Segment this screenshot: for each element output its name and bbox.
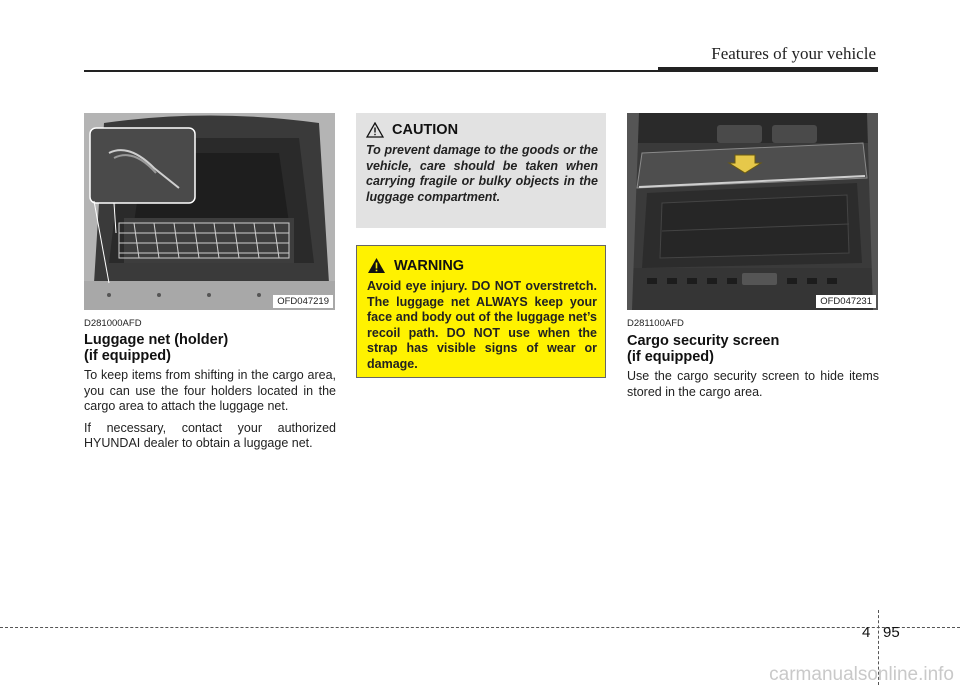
section-heading: Luggage net (holder) (if equipped) bbox=[84, 332, 336, 364]
photo-caption: OFD047219 bbox=[273, 295, 333, 308]
paragraph: If necessary, contact your authorized HY… bbox=[84, 420, 336, 451]
header-rule-accent bbox=[658, 67, 878, 72]
warning-title-row: WARNING bbox=[367, 257, 464, 274]
cargo-screen-photo: OFD047231 bbox=[627, 113, 878, 310]
warning-box: WARNING Avoid eye injury. DO NOT over­st… bbox=[356, 245, 606, 378]
caution-title-row: CAUTION bbox=[366, 122, 458, 138]
luggage-net-photo: OFD047219 bbox=[84, 113, 335, 310]
warning-title: WARNING bbox=[394, 257, 465, 274]
caution-title: CAUTION bbox=[392, 122, 459, 138]
chapter-number: 4 bbox=[862, 624, 871, 641]
footer-divider bbox=[878, 610, 879, 685]
section-code: D281000AFD bbox=[84, 318, 142, 329]
luggage-net-illustration bbox=[84, 113, 335, 310]
heading-line-1: Luggage net (holder) bbox=[84, 332, 229, 348]
paragraph: Use the cargo security screen to hide it… bbox=[627, 369, 879, 399]
section-code: D281100AFD bbox=[627, 318, 684, 329]
caution-box: CAUTION To prevent damage to the goods o… bbox=[356, 113, 606, 228]
section-body: Use the cargo security screen to hide it… bbox=[627, 369, 879, 406]
watermark-text: carmanualsonline.info bbox=[769, 664, 954, 685]
cargo-screen-illustration bbox=[627, 113, 878, 310]
heading-line-2: (if equipped) bbox=[627, 349, 714, 365]
heading-line-1: Cargo security screen bbox=[627, 333, 780, 349]
heading-line-2: (if equipped) bbox=[84, 348, 171, 364]
section-heading: Cargo security screen (if equipped) bbox=[627, 333, 879, 365]
caution-text: To prevent damage to the goods or the ve… bbox=[366, 143, 598, 204]
warning-triangle-icon bbox=[368, 258, 385, 273]
header-rule bbox=[84, 70, 878, 72]
paragraph: To keep items from shifting in the cargo… bbox=[84, 368, 336, 413]
footer-rule bbox=[0, 627, 960, 628]
page-header-title: Features of your vehicle bbox=[711, 44, 876, 63]
caution-triangle-icon bbox=[366, 122, 384, 138]
warning-text: Avoid eye injury. DO NOT over­stretch. T… bbox=[367, 279, 597, 371]
photo-caption: OFD047231 bbox=[816, 295, 876, 308]
section-body: To keep items from shifting in the cargo… bbox=[84, 368, 336, 458]
page-number: 95 bbox=[883, 624, 900, 641]
